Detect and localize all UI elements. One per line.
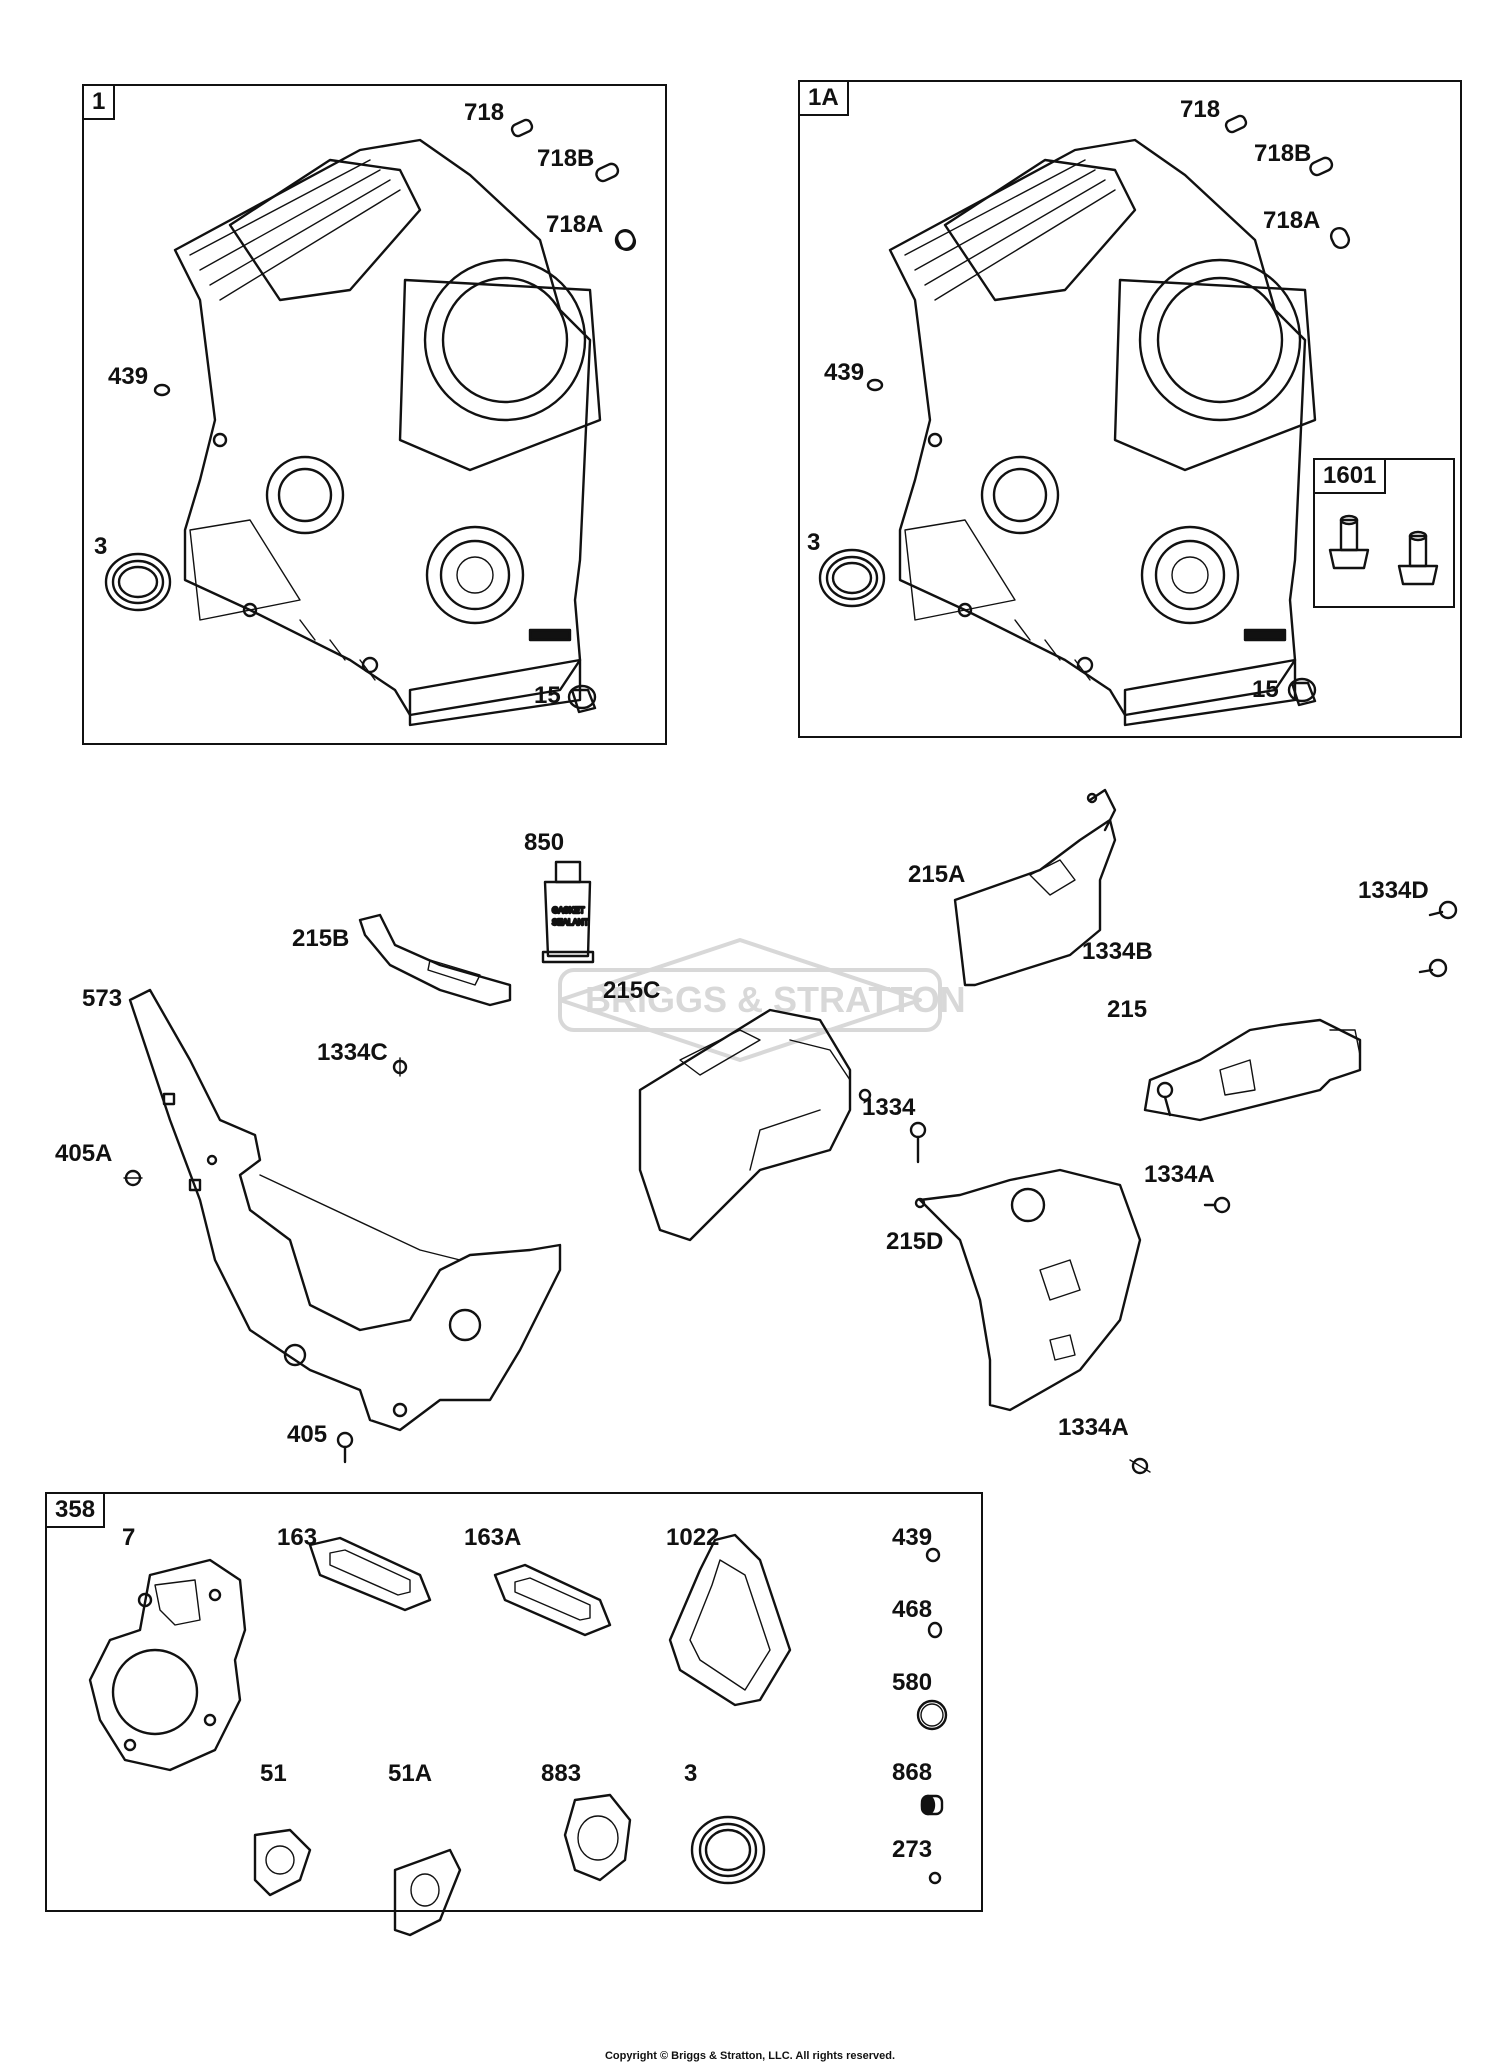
dowel-868-kit bbox=[920, 1794, 944, 1816]
part-215c-shroud bbox=[638, 1008, 872, 1242]
part-1334c-screw bbox=[392, 1057, 408, 1077]
tube-text-line2: SEALANT bbox=[552, 918, 589, 927]
callout-51a-kit: 51A bbox=[388, 1760, 433, 1787]
callout-580-kit: 580 bbox=[892, 1669, 933, 1696]
callout-1334a-lower: 1334A bbox=[1058, 1414, 1129, 1441]
callout-273-kit: 273 bbox=[892, 1836, 933, 1863]
part-718a-bushing-1 bbox=[614, 228, 637, 252]
part-718b-pin-1a bbox=[1309, 156, 1334, 177]
frame-1a: 1A bbox=[798, 80, 1462, 738]
part-439-oring-1 bbox=[153, 383, 171, 397]
callout-3-f1: 3 bbox=[94, 533, 108, 560]
part-850-sealant-tube: GASKET SEALANT bbox=[541, 860, 595, 964]
part-718-pin-1 bbox=[510, 118, 534, 138]
callout-405a: 405A bbox=[55, 1140, 113, 1167]
callout-1334d: 1334D bbox=[1358, 877, 1429, 904]
part-1334-screw bbox=[909, 1121, 927, 1164]
gasket-7-head bbox=[88, 1558, 247, 1772]
part-1334b-screw bbox=[1156, 1081, 1174, 1117]
callout-868-kit: 868 bbox=[892, 1759, 933, 1786]
callout-573: 573 bbox=[82, 985, 123, 1012]
part-718a-bushing-1a bbox=[1329, 226, 1351, 250]
part-718-pin-1a bbox=[1224, 114, 1248, 134]
gasket-51a bbox=[393, 1848, 462, 1937]
callout-718b-f1: 718B bbox=[537, 145, 595, 172]
callout-3-f1a: 3 bbox=[807, 529, 821, 556]
copyright-notice: Copyright © Briggs & Stratton, LLC. All … bbox=[604, 2050, 896, 2062]
part-215b-bracket bbox=[358, 913, 512, 1007]
callout-439-f1: 439 bbox=[108, 363, 149, 390]
part-3-seal-1 bbox=[104, 552, 172, 612]
callout-405: 405 bbox=[287, 1421, 328, 1448]
washer-468-kit bbox=[927, 1621, 943, 1639]
part-1334d-screws bbox=[1418, 900, 1458, 978]
part-405-screw bbox=[336, 1431, 354, 1464]
part-3-seal-1a bbox=[818, 548, 886, 608]
part-15-dowel-1a bbox=[1287, 677, 1317, 707]
part-15-dowel-1 bbox=[567, 684, 597, 714]
gasket-883 bbox=[563, 1793, 632, 1882]
callout-718-f1a: 718 bbox=[1180, 96, 1221, 123]
part-573-backplate bbox=[128, 988, 562, 1432]
part-1334a-screw-1 bbox=[1203, 1196, 1231, 1214]
part-215d-shroud bbox=[914, 1168, 1142, 1412]
callout-163a-kit: 163A bbox=[464, 1524, 522, 1551]
callout-163-kit: 163 bbox=[277, 1524, 318, 1551]
callout-215: 215 bbox=[1107, 996, 1148, 1023]
callout-15-f1: 15 bbox=[534, 682, 561, 709]
watermark-text: BRIGGS & STRATTON bbox=[585, 979, 966, 1020]
callout-15-f1a: 15 bbox=[1252, 676, 1279, 703]
callout-1022-kit: 1022 bbox=[666, 1524, 720, 1551]
callout-439-f1a: 439 bbox=[824, 359, 865, 386]
callout-1334b: 1334B bbox=[1082, 938, 1153, 965]
gasket-51 bbox=[253, 1828, 312, 1897]
frame-1: 1 bbox=[82, 84, 667, 745]
engine-block-1 bbox=[173, 138, 602, 727]
callout-718a-f1: 718A bbox=[546, 211, 604, 238]
part-718b-pin-1 bbox=[595, 162, 620, 183]
callout-718b-f1a: 718B bbox=[1254, 140, 1312, 167]
callout-51-kit: 51 bbox=[260, 1760, 287, 1787]
part-439-oring-1a bbox=[866, 378, 884, 392]
callout-718-f1: 718 bbox=[464, 99, 505, 126]
callout-1334: 1334 bbox=[862, 1094, 916, 1121]
callout-215a: 215A bbox=[908, 861, 966, 888]
part-405a-screw bbox=[123, 1169, 143, 1187]
part-215a-shield bbox=[953, 788, 1117, 987]
callout-439-kit: 439 bbox=[892, 1524, 933, 1551]
seal-3-kit bbox=[690, 1815, 766, 1885]
gasket-1022 bbox=[668, 1533, 792, 1707]
frame-1a-badge: 1A bbox=[800, 82, 849, 116]
callout-718a-f1a: 718A bbox=[1263, 207, 1321, 234]
part-215-shield bbox=[1143, 1018, 1362, 1122]
callout-468-kit: 468 bbox=[892, 1596, 933, 1623]
engine-block-1a bbox=[888, 138, 1317, 727]
callout-215c: 215C bbox=[603, 977, 661, 1004]
callout-883-kit: 883 bbox=[541, 1760, 582, 1787]
callout-850: 850 bbox=[524, 829, 565, 856]
callout-215b: 215B bbox=[292, 925, 350, 952]
frame-358: 358 bbox=[45, 1492, 983, 1912]
oring-580-kit bbox=[916, 1699, 948, 1731]
gasket-163a bbox=[493, 1563, 612, 1637]
frame-1-badge: 1 bbox=[84, 86, 116, 120]
washer-273-kit bbox=[928, 1871, 942, 1885]
gasket-163 bbox=[308, 1536, 432, 1612]
callout-215d: 215D bbox=[886, 1228, 944, 1255]
tube-text-line1: GASKET bbox=[552, 906, 585, 915]
callout-1334a-upper: 1334A bbox=[1144, 1161, 1215, 1188]
watermark-logo: BRIGGS & STRATTON bbox=[558, 938, 966, 1062]
part-1334a-screw-2 bbox=[1129, 1457, 1151, 1475]
frame-358-badge: 358 bbox=[47, 1494, 106, 1528]
callout-3-kit: 3 bbox=[684, 1760, 698, 1787]
callout-1334c: 1334C bbox=[317, 1039, 388, 1066]
part-1601-bolts bbox=[1328, 514, 1439, 586]
frame-1601: 1601 bbox=[1313, 458, 1455, 608]
callout-7-kit: 7 bbox=[122, 1524, 136, 1551]
frame-1601-badge: 1601 bbox=[1315, 460, 1387, 494]
washer-439-kit bbox=[925, 1547, 941, 1563]
